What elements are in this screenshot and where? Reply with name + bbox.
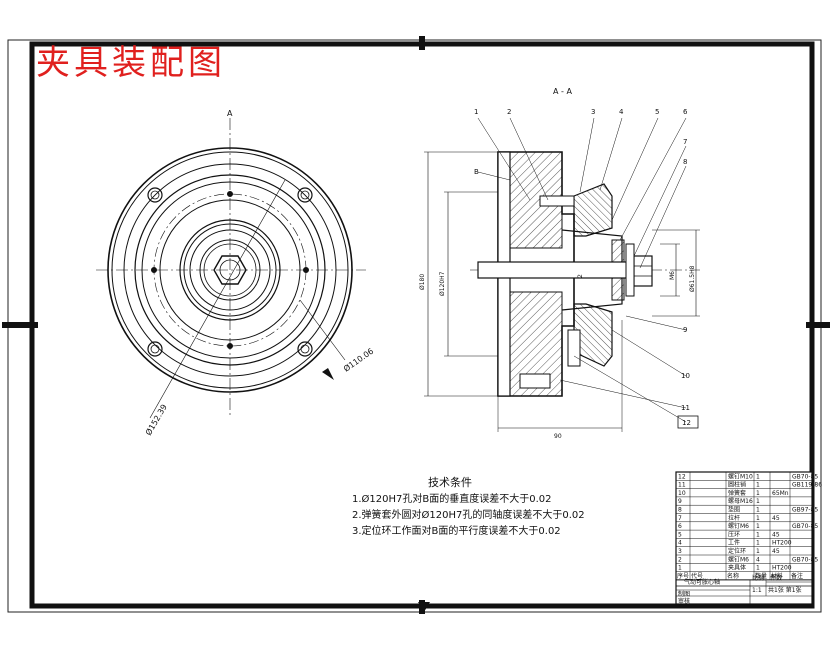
tb-row-qty: 1 <box>756 507 760 514</box>
orientation-arrow <box>418 602 430 612</box>
tb-row-name: 拉杆 <box>728 514 740 522</box>
tb-scale-value: 1:1 <box>752 587 762 594</box>
tb-row-no: 8 <box>678 507 682 514</box>
tech-item-3: 3.定位环工作面对B面的平行度误差不大于0.02 <box>352 524 561 537</box>
tb-scale-label: 比例 <box>752 574 764 582</box>
part-number-7: 7 <box>683 138 687 146</box>
tb-row-qty: 1 <box>756 565 760 572</box>
part-number-3: 3 <box>591 108 595 116</box>
tb-header-cell: 序号 <box>677 572 689 580</box>
dim-small: 2 <box>577 274 584 278</box>
tb-row-standard: GB97-85 <box>792 507 818 514</box>
part-number-12-box <box>677 415 699 429</box>
dim-right-dia: Ø61.5H8 <box>689 265 696 292</box>
tb-row-no: 12 <box>678 473 686 480</box>
part-number-5: 5 <box>655 108 659 116</box>
tb-row-no: 11 <box>678 482 686 489</box>
tech-item-1: 1.Ø120H7孔对B面的垂直度误差不大于0.02 <box>352 492 552 505</box>
tb-row-no: 7 <box>678 515 682 522</box>
tb-row-name: 圆柱销 <box>728 481 746 489</box>
part-number-6: 6 <box>683 108 688 116</box>
tb-row-material: HT200 <box>772 565 792 572</box>
tb-row-qty: 4 <box>756 556 760 563</box>
part-number-1: 1 <box>474 108 478 116</box>
tb-checker-label: 审核 <box>678 597 690 605</box>
tb-row-qty: 1 <box>756 540 760 547</box>
tb-row-standard: GB119-86 <box>792 482 822 489</box>
tb-row-no: 3 <box>678 548 682 555</box>
section-label: A - A <box>553 87 572 96</box>
tb-row-no: 9 <box>678 498 682 505</box>
dim-bolt-circle: Ø110.06 <box>341 346 375 374</box>
tb-row-qty: 1 <box>756 498 760 505</box>
part-number-8: 8 <box>683 158 687 166</box>
tb-row-name: 螺母M16 <box>728 497 753 505</box>
tb-qty-label: 件数 <box>770 574 782 582</box>
dim-bore: Ø120H7 <box>439 271 446 296</box>
section-view <box>424 117 700 432</box>
tb-header-cell: 数量 <box>755 572 767 580</box>
tech-item-2: 2.弹簧套外圆对Ø120H7孔的同轴度误差不大于0.02 <box>352 508 585 521</box>
tech-heading: 技术条件 <box>428 475 472 489</box>
tb-drawing-name: 气动可胀心轴 <box>684 578 720 586</box>
tb-sheet-info: 共1张 第1张 <box>768 586 802 594</box>
view-label-a: A <box>227 109 233 118</box>
tb-row-standard: GB70-85 <box>792 556 818 563</box>
part-number-2: 2 <box>507 108 511 116</box>
tb-row-material: HT200 <box>772 540 792 547</box>
tb-row-no: 2 <box>678 556 682 563</box>
dim-thread: M6 <box>669 271 676 280</box>
centering-mark-top <box>419 36 425 50</box>
tb-row-no: 6 <box>678 523 682 530</box>
part-number-12: 12 <box>682 419 691 427</box>
tb-row-standard: GB70-85 <box>792 473 818 480</box>
part-number-4: 4 <box>619 108 624 116</box>
tb-row-qty: 1 <box>756 523 760 530</box>
part-number-10: 10 <box>681 372 690 380</box>
tb-row-name: 螺钉M10 <box>728 472 753 480</box>
tb-row-material: 45 <box>772 515 780 522</box>
tb-row-name: 工件 <box>728 539 740 547</box>
tb-header-cell: 材料 <box>771 572 783 580</box>
tb-row-no: 1 <box>678 565 682 572</box>
tb-header-cell: 名称 <box>727 572 739 580</box>
part-number-11: 11 <box>681 404 690 412</box>
tb-row-qty: 1 <box>756 482 760 489</box>
face-label-b: B <box>474 168 479 176</box>
tb-row-qty: 1 <box>756 490 760 497</box>
tb-row-name: 夹具体 <box>728 564 746 572</box>
bolt-holes <box>147 187 313 357</box>
drawing-title: 夹具装配图 <box>36 43 226 83</box>
tb-row-material: 65Mn <box>772 490 789 497</box>
tb-row-qty: 1 <box>756 548 760 555</box>
tb-row-no: 10 <box>678 490 686 497</box>
end-view <box>96 118 366 419</box>
tb-row-no: 5 <box>678 531 682 538</box>
tb-row-qty: 1 <box>756 531 760 538</box>
tb-header-cell: 代号 <box>691 572 703 580</box>
tb-designer-label: 制图 <box>678 590 690 598</box>
tb-row-no: 4 <box>678 540 682 547</box>
tb-header-cell: 备注 <box>791 572 803 580</box>
tb-row-name: 螺钉M6 <box>728 555 749 563</box>
centering-mark-left <box>2 322 38 328</box>
tb-row-name: 垫圈 <box>728 506 740 514</box>
tb-row-material: 45 <box>772 531 780 538</box>
dim-height: Ø180 <box>419 274 426 290</box>
tb-row-standard: GB70-85 <box>792 523 818 530</box>
dim-width: 90 <box>554 433 562 440</box>
tb-row-qty: 1 <box>756 473 760 480</box>
tb-row-qty: 1 <box>756 515 760 522</box>
tb-row-name: 定位环 <box>728 547 746 555</box>
tb-row-material: 45 <box>772 548 780 555</box>
tb-row-name: 螺钉M6 <box>728 522 749 530</box>
centering-mark-right <box>806 322 830 328</box>
part-number-9: 9 <box>683 326 687 334</box>
tb-row-name: 弹簧套 <box>728 489 746 497</box>
tb-row-name: 压环 <box>728 531 740 538</box>
